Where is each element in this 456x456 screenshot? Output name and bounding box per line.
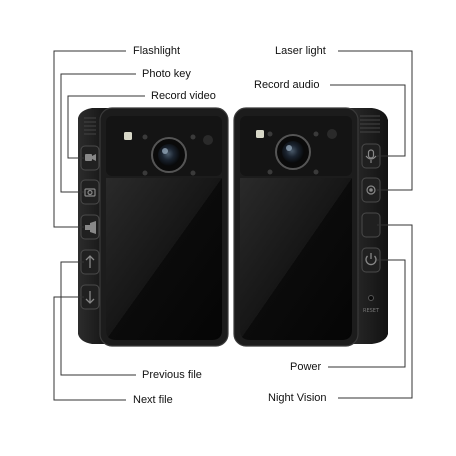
label-record-video: Record video bbox=[151, 90, 216, 102]
right-flashlight-led bbox=[256, 130, 264, 138]
right-camera bbox=[233, 107, 388, 347]
leader-record-audio bbox=[330, 84, 406, 157]
label-laser-light: Laser light bbox=[275, 45, 326, 57]
label-previous-file: Previous file bbox=[142, 369, 202, 381]
label-next-file: Next file bbox=[133, 394, 173, 406]
right-camera-screen bbox=[240, 178, 352, 340]
left-flashlight-led bbox=[124, 132, 132, 140]
leader-lines bbox=[53, 50, 413, 401]
reset-hole[interactable] bbox=[368, 295, 374, 301]
arrow-down-icon bbox=[85, 291, 95, 304]
leader-previous-file bbox=[60, 261, 136, 376]
laser-icon bbox=[366, 185, 376, 195]
video-camera-icon bbox=[85, 154, 96, 161]
left-side-buttons bbox=[80, 145, 100, 310]
leader-record-video bbox=[67, 95, 145, 159]
label-flashlight: Flashlight bbox=[133, 45, 181, 57]
camera-icon bbox=[84, 188, 96, 197]
right-side-buttons bbox=[361, 143, 381, 301]
left-laser bbox=[203, 135, 213, 145]
label-record-audio: Record audio bbox=[254, 79, 320, 91]
power-icon bbox=[365, 253, 377, 266]
reset-label: RESET bbox=[363, 308, 380, 314]
left-camera bbox=[78, 107, 229, 347]
leader-flashlight bbox=[53, 50, 126, 228]
leader-night-vision bbox=[338, 224, 413, 399]
microphone-icon bbox=[365, 149, 377, 163]
label-night-vision: Night Vision bbox=[268, 392, 327, 404]
leader-power bbox=[328, 259, 406, 368]
arrow-up-icon bbox=[85, 255, 95, 268]
left-camera-vents bbox=[84, 117, 96, 135]
flashlight-icon bbox=[85, 221, 96, 234]
label-photo-key: Photo key bbox=[142, 68, 191, 80]
leader-laser-light bbox=[338, 50, 413, 191]
leader-next-file bbox=[53, 296, 126, 401]
label-power: Power bbox=[290, 361, 322, 373]
right-camera-vents bbox=[360, 115, 380, 133]
left-camera-screen bbox=[106, 178, 222, 340]
right-laser bbox=[327, 129, 337, 139]
leader-photo-key bbox=[60, 73, 136, 193]
